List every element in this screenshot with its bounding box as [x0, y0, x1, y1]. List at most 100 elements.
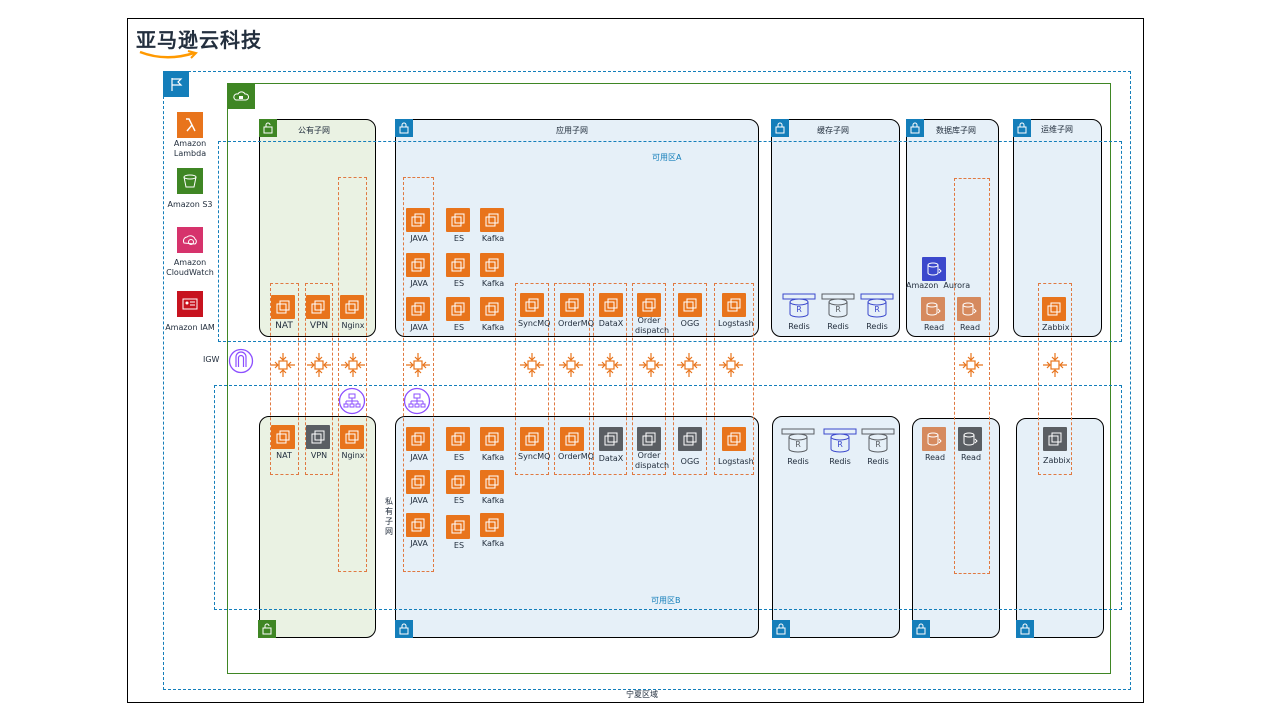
- redis-label: Redis: [867, 457, 889, 466]
- java-label: JAVA: [410, 323, 428, 332]
- instance-icon: [678, 427, 702, 451]
- instance-icon: [406, 513, 430, 537]
- node-kafka-a3: Kafka: [480, 297, 506, 332]
- instance-icon: [678, 293, 702, 317]
- order-dispatch-group: [632, 283, 666, 475]
- db-subnet-a: [906, 119, 999, 337]
- node-redis-a3: R Redis: [860, 292, 894, 331]
- node-es-b2: ES: [446, 470, 472, 505]
- smile-arrow-icon: [139, 50, 198, 59]
- svg-text:R: R: [835, 305, 841, 314]
- node-es-a1: ES: [446, 208, 472, 243]
- load-balancer-icon: [403, 387, 431, 415]
- vpc-box: [227, 83, 1111, 674]
- node-kafka-b2: Kafka: [480, 470, 506, 505]
- redis-icon: R: [860, 293, 894, 318]
- autoscaling-connector-icon: [1042, 352, 1068, 378]
- kafka-label: Kafka: [481, 496, 505, 505]
- read-label: Read: [924, 453, 946, 462]
- redis-icon: R: [861, 428, 895, 453]
- node-zabbix-a: Zabbix: [1042, 297, 1070, 332]
- instance-icon: [271, 295, 295, 319]
- node-redis-b1: R Redis: [781, 427, 815, 466]
- s3-label: Amazon S3: [167, 200, 213, 209]
- logstash-label: Logstash: [718, 319, 754, 328]
- lock-icon: [772, 620, 790, 638]
- service-s3: Amazon S3: [160, 168, 220, 213]
- instance-icon: [271, 425, 295, 449]
- datax-label: DataX: [598, 319, 624, 328]
- logstash-group: [714, 283, 754, 475]
- lock-icon: [259, 119, 277, 137]
- svg-text:R: R: [796, 305, 802, 314]
- redis-label: Redis: [866, 322, 888, 331]
- node-nginx-a: Nginx: [340, 295, 366, 330]
- node-es-a2: ES: [446, 253, 472, 288]
- diagram-frame: [127, 18, 1144, 703]
- node-java-b3: JAVA: [406, 513, 432, 548]
- instance-icon: [599, 293, 623, 317]
- instance-icon: [406, 470, 430, 494]
- node-java-a2: JAVA: [406, 253, 432, 288]
- s3-icon: [177, 168, 203, 194]
- autoscaling-connector-icon: [958, 352, 984, 378]
- instance-icon: [480, 208, 504, 232]
- read-label: Read: [923, 323, 945, 332]
- instance-icon: [406, 427, 430, 451]
- node-read-a1: Read: [921, 297, 947, 332]
- java-label: JAVA: [410, 453, 428, 462]
- autoscaling-connector-icon: [519, 352, 545, 378]
- az-b-label: 可用区B: [651, 596, 681, 605]
- nat-label: NAT: [276, 451, 292, 460]
- redis-label: Redis: [787, 457, 809, 466]
- lock-icon: [395, 620, 413, 638]
- autoscaling-connector-icon: [638, 352, 664, 378]
- autoscaling-connector-icon: [270, 352, 296, 378]
- brand-title: 亚马逊云科技: [136, 28, 262, 52]
- instance-icon: [560, 427, 584, 451]
- read-group: [954, 178, 990, 574]
- db-subnet-title: 数据库子网: [936, 126, 976, 135]
- region-label: 宁夏区域: [626, 690, 658, 699]
- node-es-a3: ES: [446, 297, 472, 332]
- ops-subnet-title: 运维子网: [1041, 125, 1073, 134]
- public-subnet-b: [259, 416, 376, 638]
- node-kafka-a1: Kafka: [480, 208, 506, 243]
- syncmq-label: SyncMQ: [518, 319, 551, 328]
- zabbix-label: Zabbix: [1043, 456, 1071, 465]
- ordermq-group: [554, 283, 590, 475]
- redis-label: Redis: [829, 457, 851, 466]
- instance-icon: [480, 513, 504, 537]
- lock-icon: [912, 620, 930, 638]
- instance-icon: [480, 427, 504, 451]
- es-label: ES: [453, 453, 465, 462]
- es-label: ES: [453, 279, 465, 288]
- lock-icon: [395, 119, 413, 137]
- region-box: [163, 71, 1131, 690]
- instance-icon: [1043, 427, 1067, 451]
- instance-icon: [446, 515, 470, 539]
- node-logstash-a: Logstash: [718, 293, 754, 328]
- node-ogg-a: OGG: [676, 293, 704, 328]
- node-order-dispatch-a: Order dispatch: [635, 293, 669, 336]
- kafka-label: Kafka: [481, 539, 505, 548]
- instance-icon: [722, 427, 746, 451]
- read-replica-icon: [957, 297, 981, 321]
- es-label: ES: [453, 541, 465, 550]
- autoscaling-connector-icon: [405, 352, 431, 378]
- node-es-b1: ES: [446, 427, 472, 462]
- aurora-label: Amazon Aurora: [906, 281, 971, 290]
- es-label: ES: [453, 234, 465, 243]
- cloudwatch-label: Amazon CloudWatch: [166, 258, 214, 277]
- ogg-label: OGG: [680, 319, 700, 328]
- service-lambda: Amazon Lambda: [160, 112, 220, 162]
- read-replica-icon: [922, 427, 946, 451]
- autoscaling-connector-icon: [597, 352, 623, 378]
- read-replica-icon: [921, 297, 945, 321]
- node-datax-a: DataX: [597, 293, 625, 328]
- instance-icon: [446, 470, 470, 494]
- instance-icon: [306, 425, 330, 449]
- iam-icon: [177, 291, 203, 317]
- db-subnet-b: [912, 418, 1000, 638]
- instance-icon: [599, 427, 623, 451]
